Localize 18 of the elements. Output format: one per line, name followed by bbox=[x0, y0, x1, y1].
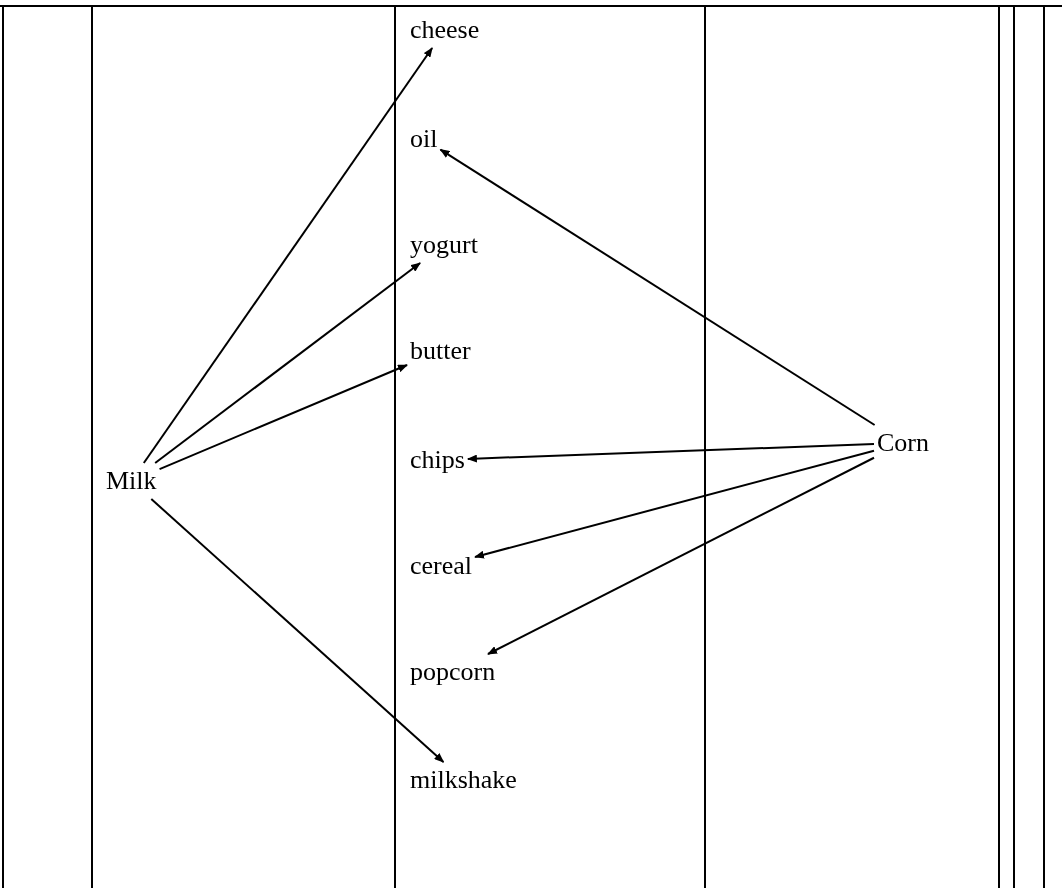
arrow bbox=[142, 47, 434, 464]
arrow bbox=[158, 364, 408, 471]
node-label: milkshake bbox=[410, 765, 517, 795]
arrow bbox=[487, 456, 875, 655]
node-label: yogurt bbox=[410, 230, 478, 260]
node-label: cheese bbox=[410, 15, 480, 45]
arrow bbox=[439, 148, 876, 426]
node-label: Corn bbox=[877, 428, 929, 458]
node-label: chips bbox=[410, 445, 465, 475]
node-label: butter bbox=[410, 336, 471, 366]
node-label: oil bbox=[410, 124, 438, 154]
node-label: cereal bbox=[410, 551, 473, 581]
node-label: popcorn bbox=[410, 657, 496, 687]
node-label: Milk bbox=[106, 466, 157, 496]
arrow bbox=[466, 443, 875, 463]
arrow bbox=[150, 498, 445, 763]
arrow bbox=[154, 262, 422, 464]
arrow bbox=[474, 449, 875, 559]
